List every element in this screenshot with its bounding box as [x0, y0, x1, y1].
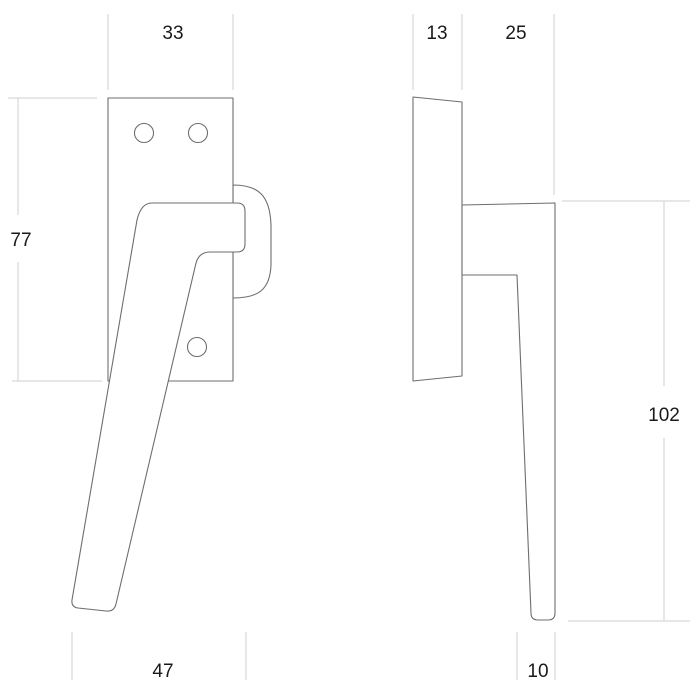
base-plate-side	[412, 96, 463, 382]
dimension-label-plate-height: 77	[10, 230, 31, 251]
dimension-label-tip-thickness: 10	[527, 661, 548, 682]
dimension-handle-length: 102	[562, 200, 690, 622]
dimension-handle-width: 47	[71, 632, 247, 682]
dimension-label-handle-width: 47	[152, 661, 173, 682]
dimension-plate-width: 33	[107, 14, 234, 90]
dimension-label-handle-projection: 25	[505, 23, 526, 44]
screw-hole-top-right	[187, 122, 209, 144]
screw-hole-top-left	[133, 122, 155, 144]
handle-lever-side	[461, 202, 556, 621]
handle-lever	[71, 202, 246, 612]
side-view: 13 25 102 10	[412, 14, 690, 682]
dimension-plate-height: 77	[8, 97, 102, 382]
dimension-label-plate-width: 33	[162, 23, 183, 44]
dimension-tip-thickness: 10	[516, 632, 556, 682]
dimension-plate-depth: 13	[412, 14, 463, 90]
dimension-handle-projection: 25	[505, 14, 555, 195]
front-view: 33 77 47	[8, 14, 272, 682]
screw-hole-bottom	[186, 336, 208, 358]
dimension-label-plate-depth: 13	[426, 23, 447, 44]
dimension-label-handle-length: 102	[648, 405, 680, 426]
